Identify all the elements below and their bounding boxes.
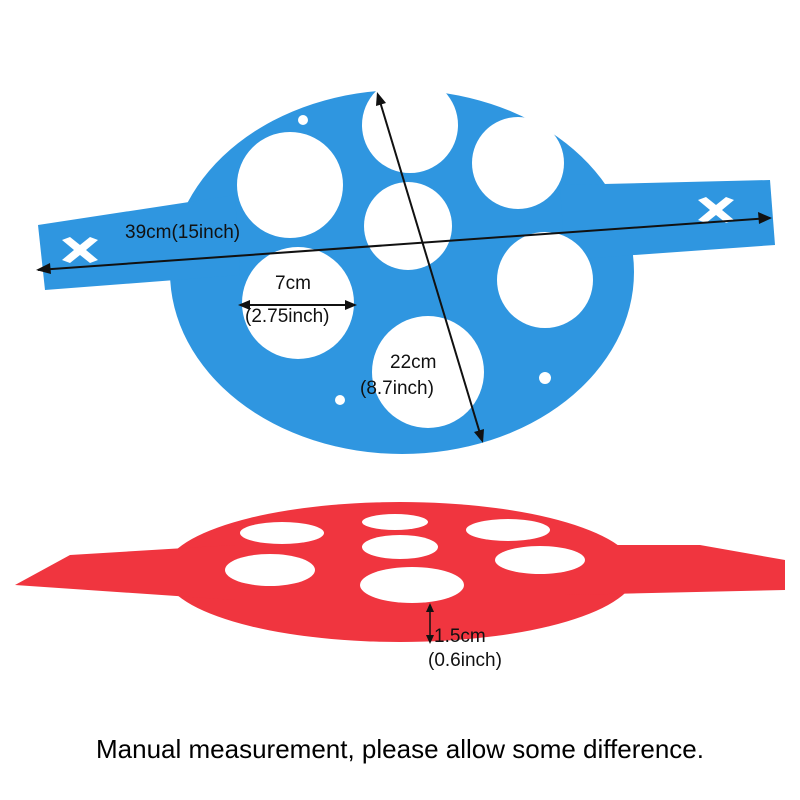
length-label: 39cm(15inch) <box>125 222 241 243</box>
hole-size-inch-label: (2.75inch) <box>245 306 330 327</box>
diameter-inch-label: (8.7inch) <box>360 378 434 399</box>
blue-mold <box>38 90 775 454</box>
height-cm-label: 1.5cm <box>434 626 486 647</box>
disclaimer-caption: Manual measurement, please allow some di… <box>96 734 704 764</box>
measurement-arrows <box>36 92 772 644</box>
red-mold <box>15 502 785 642</box>
hole-size-cm-label: 7cm <box>275 273 311 294</box>
height-inch-label: (0.6inch) <box>428 650 502 671</box>
diameter-cm-label: 22cm <box>390 352 437 373</box>
